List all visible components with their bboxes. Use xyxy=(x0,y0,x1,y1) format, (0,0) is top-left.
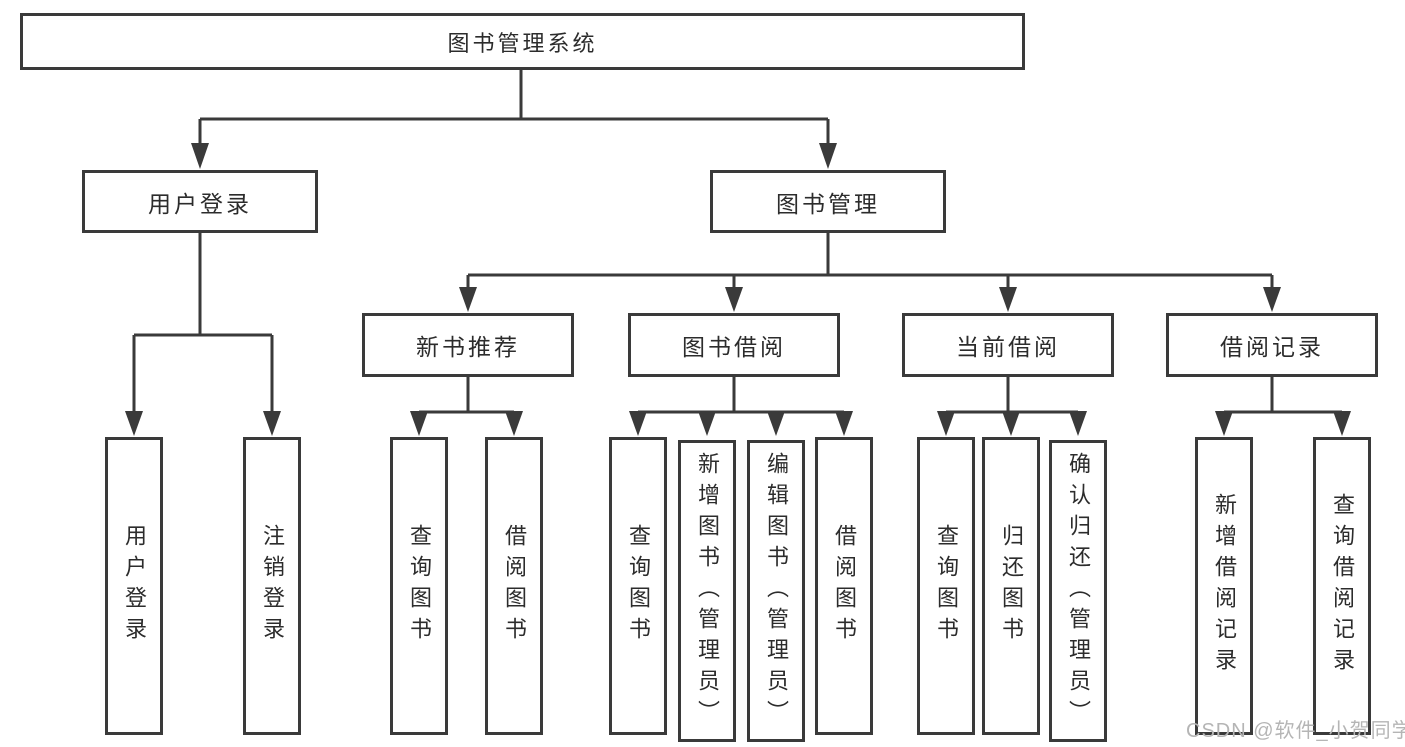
node-new-book-recommend: 新书推荐 xyxy=(362,313,574,377)
arrow-down-icon xyxy=(263,411,281,436)
leaf-query-borrow-record: 查询借阅记录 xyxy=(1313,437,1371,735)
arrow-down-icon xyxy=(698,411,716,436)
connector-root-to-level2 xyxy=(198,70,830,145)
arrow-down-icon xyxy=(835,411,853,436)
arrow-down-icon xyxy=(459,287,477,312)
arrow-down-icon xyxy=(1069,411,1087,436)
leaf-query-books-current: 查询图书 xyxy=(917,437,975,735)
arrow-down-icon xyxy=(191,143,209,169)
leaf-borrow-books: 借阅图书 xyxy=(815,437,873,735)
connector-current-to-leaves xyxy=(946,377,1078,414)
leaf-label: 查询图书 xyxy=(626,524,651,648)
node-borrow-records: 借阅记录 xyxy=(1166,313,1378,377)
arrow-down-icon xyxy=(1215,411,1233,436)
leaf-label: 查询图书 xyxy=(407,524,432,648)
leaf-add-borrow-record: 新增借阅记录 xyxy=(1195,437,1253,735)
node-label: 图书借阅 xyxy=(682,334,786,360)
node-label: 借阅记录 xyxy=(1220,334,1324,360)
leaf-label: 查询借阅记录 xyxy=(1330,493,1355,679)
connector-borrow-to-leaves xyxy=(638,377,844,414)
node-label: 新书推荐 xyxy=(416,334,520,360)
arrow-down-icon xyxy=(125,411,143,436)
arrow-down-icon xyxy=(1002,411,1020,436)
arrow-down-icon xyxy=(505,411,523,436)
arrow-down-icon xyxy=(819,143,837,169)
node-book-borrow: 图书借阅 xyxy=(628,313,840,377)
csdn-watermark: CSDN @软件_小贺同学 xyxy=(1186,720,1405,742)
node-user-login-group: 用户登录 xyxy=(82,170,318,233)
leaf-add-books-admin: 新增图书（管理员） xyxy=(678,440,736,742)
leaf-confirm-return-admin: 确认归还（管理员） xyxy=(1049,440,1107,742)
node-book-management: 图书管理 xyxy=(710,170,946,233)
connector-records-to-leaves xyxy=(1224,377,1342,414)
leaf-borrow-books-recommend: 借阅图书 xyxy=(485,437,543,735)
leaf-label: 借阅图书 xyxy=(832,524,857,648)
leaf-label: 用户登录 xyxy=(122,524,147,648)
leaf-label: 注销登录 xyxy=(260,524,285,648)
arrow-down-icon xyxy=(937,411,955,436)
leaf-label: 查询图书 xyxy=(934,524,959,648)
leaf-query-books-recommend: 查询图书 xyxy=(390,437,448,735)
connector-bookmgmt-to-level3 xyxy=(466,233,1274,289)
arrow-down-icon xyxy=(999,287,1017,312)
node-label: 当前借阅 xyxy=(956,334,1060,360)
connector-newbook-to-leaves xyxy=(419,377,514,414)
arrow-down-icon xyxy=(1333,411,1351,436)
leaf-query-books-borrow: 查询图书 xyxy=(609,437,667,735)
leaf-user-login: 用户登录 xyxy=(105,437,163,735)
leaf-label: 编辑图书（管理员） xyxy=(764,451,789,731)
leaf-label: 新增图书（管理员） xyxy=(695,451,720,731)
node-current-borrow: 当前借阅 xyxy=(902,313,1114,377)
node-label: 图书管理 xyxy=(776,190,880,217)
leaf-return-books: 归还图书 xyxy=(982,437,1040,735)
node-label: 图书管理系统 xyxy=(447,30,598,56)
leaf-edit-books-admin: 编辑图书（管理员） xyxy=(747,440,805,742)
arrow-down-icon xyxy=(725,287,743,312)
connector-userlogin-to-leaves xyxy=(132,233,274,413)
leaf-label: 归还图书 xyxy=(999,524,1024,648)
leaf-label: 新增借阅记录 xyxy=(1212,493,1237,679)
node-label: 用户登录 xyxy=(148,190,252,217)
leaf-label: 确认归还（管理员） xyxy=(1066,451,1091,731)
node-library-system: 图书管理系统 xyxy=(20,13,1025,70)
arrow-down-icon xyxy=(629,411,647,436)
arrowheads xyxy=(125,143,1351,436)
arrow-down-icon xyxy=(1263,287,1281,312)
leaf-label: 借阅图书 xyxy=(502,524,527,648)
leaf-logout: 注销登录 xyxy=(243,437,301,735)
arrow-down-icon xyxy=(767,411,785,436)
arrow-down-icon xyxy=(410,411,428,436)
